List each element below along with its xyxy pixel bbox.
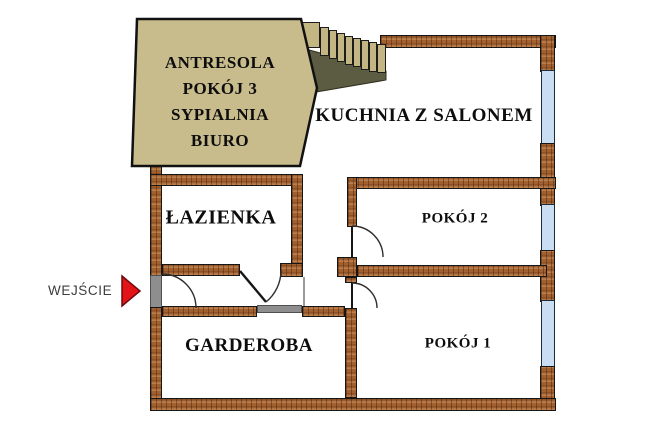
- entrance-label: WEJŚCIE: [48, 283, 113, 298]
- hall-partition-line: [303, 277, 305, 306]
- label-bathroom: ŁAZIENKA: [165, 206, 277, 229]
- mezzanine-line: ANTRESOLA: [164, 53, 276, 72]
- wall-bathroom-bottom: [162, 264, 240, 276]
- label-room1: POKÓJ 1: [424, 335, 492, 352]
- wall-left-seg: [150, 307, 162, 399]
- wall-wardrobe-top-right: [302, 306, 345, 317]
- stair-step: [329, 30, 337, 59]
- wall-bathroom-doorjamb: [280, 263, 303, 277]
- room2-door-arc: [351, 225, 384, 258]
- stair-step: [353, 38, 361, 67]
- label-kitchen-living: KUCHNIA Z SALONEM: [315, 105, 533, 126]
- stair-step: [369, 42, 377, 72]
- stair-step: [320, 27, 329, 56]
- wardrobe-sliding-door: [257, 305, 302, 313]
- wall-junction-block: [337, 257, 357, 277]
- wall-right-seg: [540, 35, 555, 72]
- wall-bottom: [150, 398, 556, 411]
- mezzanine-label: ANTRESOLA POKÓJ 3 SYPIALNIA BIURO: [139, 50, 301, 154]
- bathroom-door-arc: [265, 270, 282, 303]
- mezzanine-line: BIURO: [190, 131, 250, 150]
- mezzanine-line: POKÓJ 3: [182, 79, 258, 98]
- wall-room2-room1-divider: [357, 265, 547, 277]
- wall-room1-doorjamb: [345, 277, 357, 283]
- entrance-door-arc: [161, 273, 197, 309]
- label-room2: POKÓJ 2: [421, 210, 489, 227]
- wall-room1-left: [345, 308, 357, 398]
- room1-door-arc: [351, 282, 378, 309]
- stair-step: [361, 40, 369, 70]
- wall-top: [380, 35, 556, 48]
- stair-step: [345, 36, 353, 65]
- stair-step: [337, 33, 345, 62]
- mezzanine-line: SYPIALNIA: [170, 105, 270, 124]
- bathroom-door-leaf: [239, 270, 267, 303]
- stair-step: [377, 44, 386, 73]
- wall-wardrobe-top-left: [162, 306, 257, 317]
- label-wardrobe: GARDEROBA: [184, 335, 314, 356]
